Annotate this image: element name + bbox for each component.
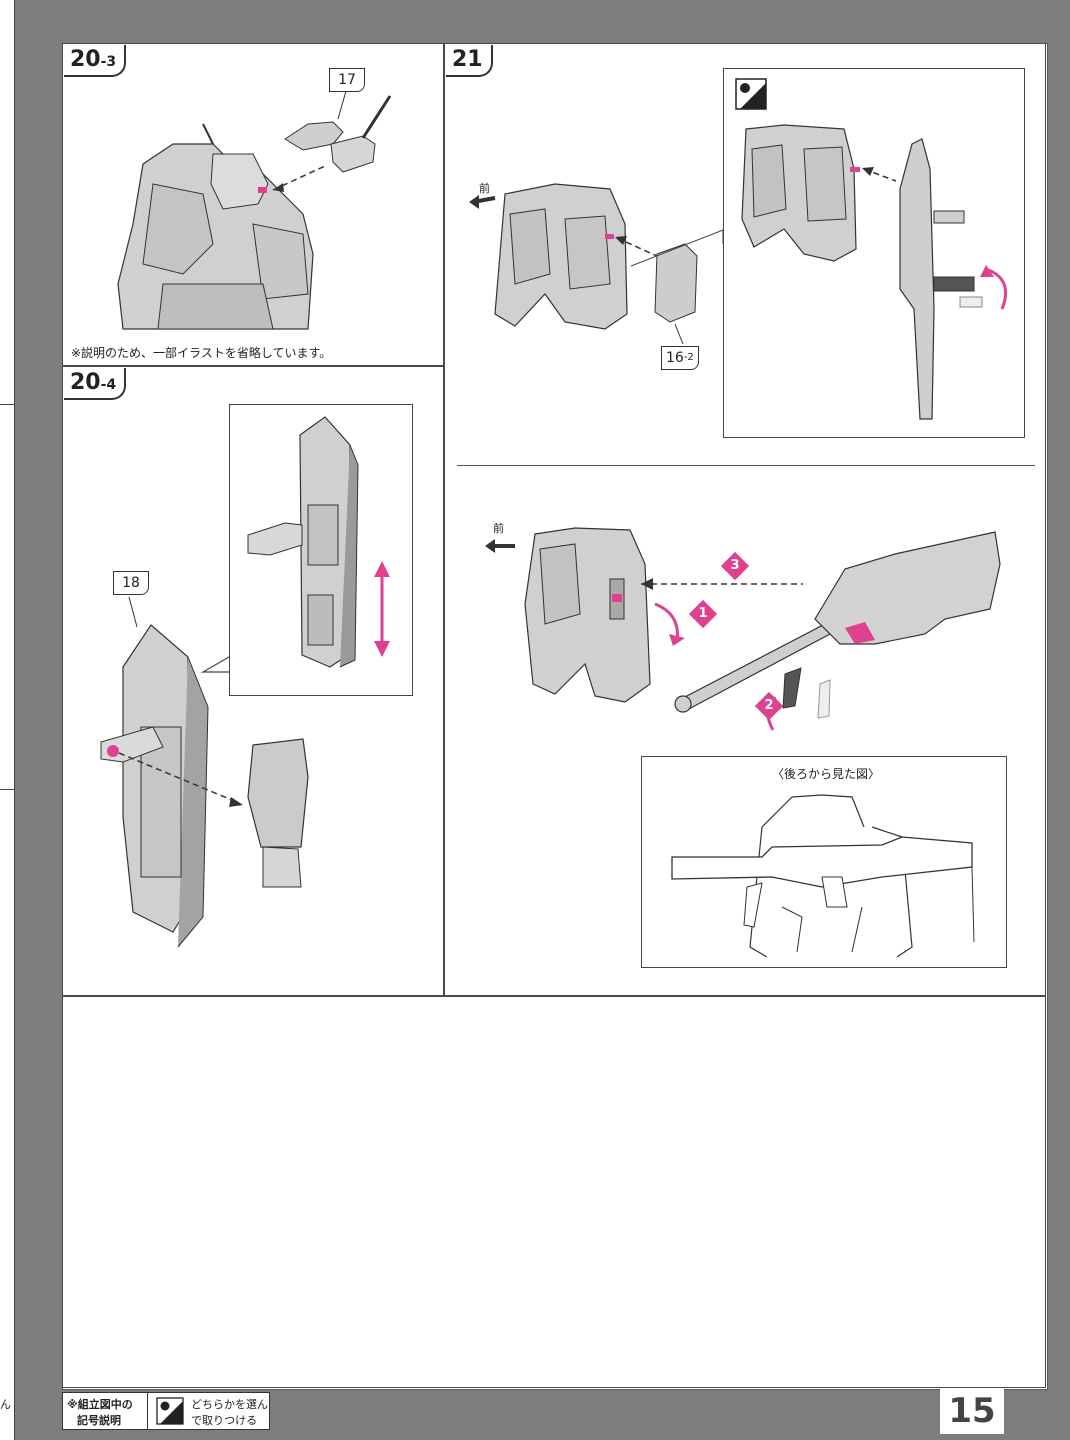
step-badge-2: 2	[754, 691, 784, 721]
page-number: 15	[940, 1388, 1004, 1434]
section-divider	[457, 465, 1035, 466]
symbol-description-line2: で取りつける	[191, 1414, 258, 1427]
rifle-mount-illustration	[741, 124, 1007, 420]
part-16-2-tag: 16-2	[661, 346, 699, 370]
legend-title-line2: 記号説明	[77, 1414, 121, 1427]
adjacent-page-divider	[0, 789, 14, 790]
illustration-omitted-note: ※説明のため、一部イラストを省略しています。	[71, 346, 332, 360]
part-18-tag: 18	[113, 571, 149, 595]
option-inset	[723, 68, 1025, 438]
back-view-title: 〈後ろから見た図〉	[772, 767, 881, 781]
front-label: 前	[479, 182, 490, 195]
step-20-4-panel: 20-4 18	[62, 366, 444, 996]
adjacent-page-char: ん	[0, 1398, 11, 1411]
empty-lower-area	[62, 996, 1046, 1388]
step-21-label: 21	[446, 45, 493, 77]
rifle-attach-illustration	[485, 527, 1001, 731]
adjacent-page-divider	[0, 404, 14, 405]
choice-symbol-icon	[735, 78, 767, 110]
shield-detail-illustration	[247, 416, 390, 668]
front-label-lower: 前	[493, 522, 504, 535]
back-view-illustration	[671, 794, 975, 958]
symbol-legend: ※組立図中の 記号説明 どちらかを選ん で取りつける	[62, 1392, 270, 1430]
choice-symbol-icon	[156, 1397, 184, 1425]
back-view-inset: 〈後ろから見た図〉	[641, 756, 1007, 968]
symbol-description-line1: どちらかを選ん	[191, 1398, 268, 1411]
shield-attach-illustration	[100, 596, 309, 948]
step-badge-1: 1	[688, 599, 718, 629]
legend-title-line1: ※組立図中の	[67, 1398, 133, 1411]
part-17-tag: 17	[329, 68, 365, 92]
step-21-panel: 21 前 16-2	[444, 43, 1046, 996]
waist-pouch-illustration	[469, 183, 724, 345]
adjacent-page-edge	[0, 0, 15, 1440]
torso-illustration	[117, 90, 392, 330]
shield-detail-inset	[229, 404, 413, 696]
step-20-4-label: 20-4	[64, 368, 127, 400]
step-badge-3: 3	[720, 551, 750, 581]
step-20-3-panel: 20-3 17 ※説明のため、一部イラストを省略しています。	[62, 43, 444, 366]
step-20-3-label: 20-3	[64, 45, 127, 77]
